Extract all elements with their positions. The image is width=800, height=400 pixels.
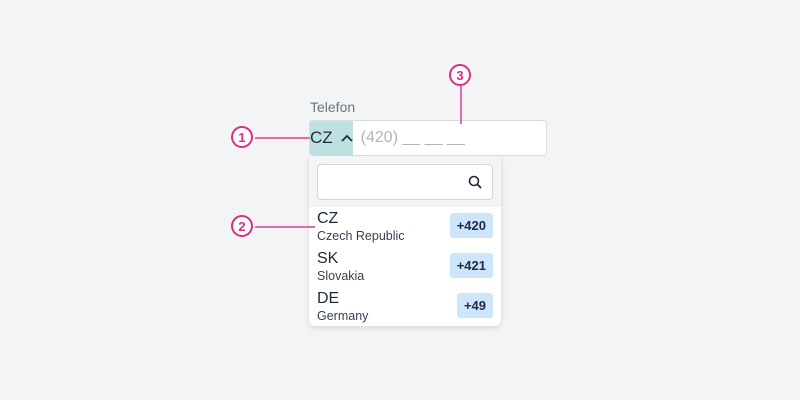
callout-3-line (460, 86, 462, 124)
country-name: Slovakia (317, 269, 365, 283)
country-code-label: CZ (310, 128, 333, 147)
phone-field: CZ (309, 120, 568, 156)
callout-2-line (255, 226, 315, 228)
country-name: Germany (317, 309, 369, 323)
search-icon[interactable] (468, 175, 482, 189)
dial-code-badge: +49 (456, 293, 493, 318)
phone-field-label: Telefon (310, 99, 356, 115)
callout-2-marker: 2 (231, 215, 253, 237)
phone-number-input[interactable] (352, 121, 568, 155)
country-option-sk[interactable]: SK Slovakia +421 (309, 247, 501, 287)
country-code: SK (317, 250, 339, 267)
country-option-de[interactable]: DE Germany +49 (309, 287, 501, 327)
country-code: CZ (317, 210, 339, 227)
callout-1-line (255, 137, 310, 139)
country-list: CZ Czech Republic +420 SK Slovakia +421 … (309, 207, 501, 326)
country-name: Czech Republic (317, 229, 405, 243)
dial-code-badge: +420 (449, 213, 493, 238)
country-dropdown: CZ Czech Republic +420 SK Slovakia +421 … (309, 156, 501, 326)
callout-1-marker: 1 (231, 126, 253, 148)
country-select-button[interactable]: CZ (310, 121, 353, 155)
country-code: DE (317, 290, 340, 307)
country-search-field[interactable] (317, 164, 493, 200)
country-option-cz[interactable]: CZ Czech Republic +420 (309, 207, 501, 247)
dial-code-badge: +421 (449, 253, 493, 278)
chevron-up-icon (341, 134, 353, 142)
callout-3-marker: 3 (449, 64, 471, 86)
country-search-input[interactable] (318, 165, 458, 199)
